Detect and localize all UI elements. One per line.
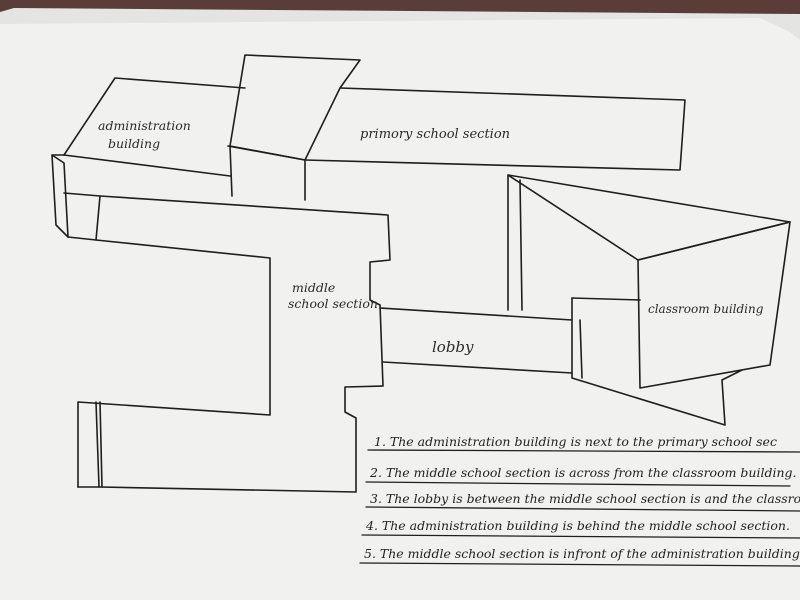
middle-school-label-line1: middle (292, 280, 335, 295)
lobby-label: lobby (432, 338, 474, 356)
primary-school-label: primory school section (360, 127, 510, 142)
middle-school-label-line2: school section (288, 296, 378, 311)
note-5: 5. The middle school section is infront … (364, 546, 800, 561)
note-4: 4. The administration building is behind… (365, 518, 790, 533)
administration-label-line2: building (108, 136, 160, 151)
note-3: 3. The lobby is between the middle schoo… (370, 491, 800, 506)
note-1: 1. The administration building is next t… (374, 434, 777, 449)
note-2: 2. The middle school section is across f… (369, 465, 797, 480)
administration-label-line1: administration (98, 118, 191, 133)
classroom-building-label: classroom building (648, 302, 764, 316)
